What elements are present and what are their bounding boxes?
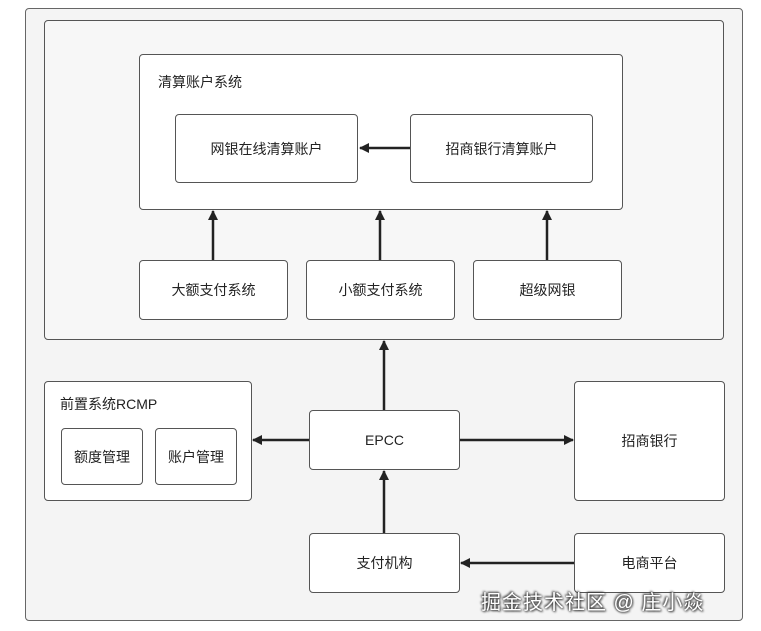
cmb-clearing-account[interactable]: 招商银行清算账户	[410, 114, 593, 183]
quota-management[interactable]: 额度管理	[61, 428, 143, 485]
small-payment-system[interactable]: 小额支付系统	[306, 260, 455, 320]
epcc-node[interactable]: EPCC	[309, 410, 460, 470]
account-management[interactable]: 账户管理	[155, 428, 237, 485]
watermark: 掘金技术社区 @ 庄小焱	[481, 592, 705, 614]
super-online-bank[interactable]: 超级网银	[473, 260, 622, 320]
cmb-bank-node[interactable]: 招商银行	[574, 381, 725, 501]
payment-institution-node[interactable]: 支付机构	[309, 533, 460, 593]
clearing-account-system-title: 清算账户系统	[158, 74, 242, 90]
large-payment-system[interactable]: 大额支付系统	[139, 260, 288, 320]
ecommerce-platform-node[interactable]: 电商平台	[574, 533, 725, 593]
front-system-rcmp-title: 前置系统RCMP	[60, 396, 158, 412]
online-bank-clearing-account[interactable]: 网银在线清算账户	[175, 114, 358, 183]
